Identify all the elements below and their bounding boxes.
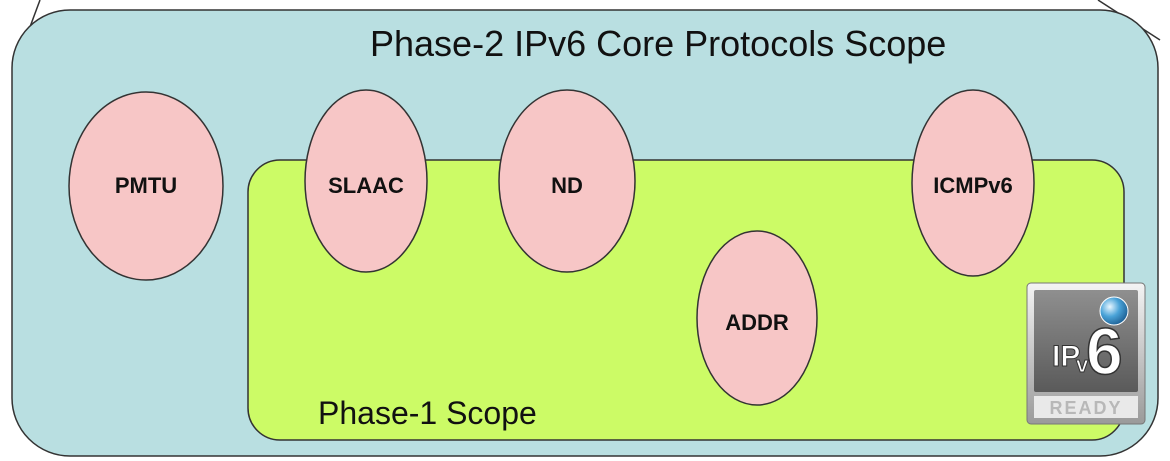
node-addr: ADDR: [696, 230, 818, 406]
phase2-scope-label: Phase-2 IPv6 Core Protocols Scope: [370, 23, 946, 64]
node-addr-label: ADDR: [725, 310, 789, 335]
logo-6-text: 6: [1086, 314, 1123, 388]
node-slaac: SLAAC: [304, 89, 428, 273]
node-nd-ellipse: [498, 89, 636, 273]
node-nd: ND: [498, 89, 636, 273]
logo-ip-text: IP: [1052, 340, 1080, 373]
node-icmpv6-label: ICMPv6: [933, 173, 1012, 198]
node-icmpv6: ICMPv6: [911, 89, 1035, 277]
node-slaac-ellipse: [304, 89, 428, 273]
node-icmpv6-ellipse: [911, 89, 1035, 277]
node-slaac-label: SLAAC: [328, 173, 404, 198]
node-pmtu-label: PMTU: [115, 173, 177, 198]
ipv6-ready-logo: IP v 6 READY: [1026, 282, 1146, 425]
logo-ready-band: [1034, 396, 1138, 418]
node-nd-label: ND: [551, 173, 583, 198]
node-pmtu-ellipse: [68, 91, 224, 281]
logo-v-text: v: [1076, 352, 1089, 377]
phase1-scope-label: Phase-1 Scope: [318, 395, 537, 431]
node-pmtu: PMTU: [68, 91, 224, 281]
globe-icon: [1099, 296, 1129, 326]
node-addr-ellipse: [696, 230, 818, 406]
logo-ready-text: READY: [1049, 398, 1122, 418]
